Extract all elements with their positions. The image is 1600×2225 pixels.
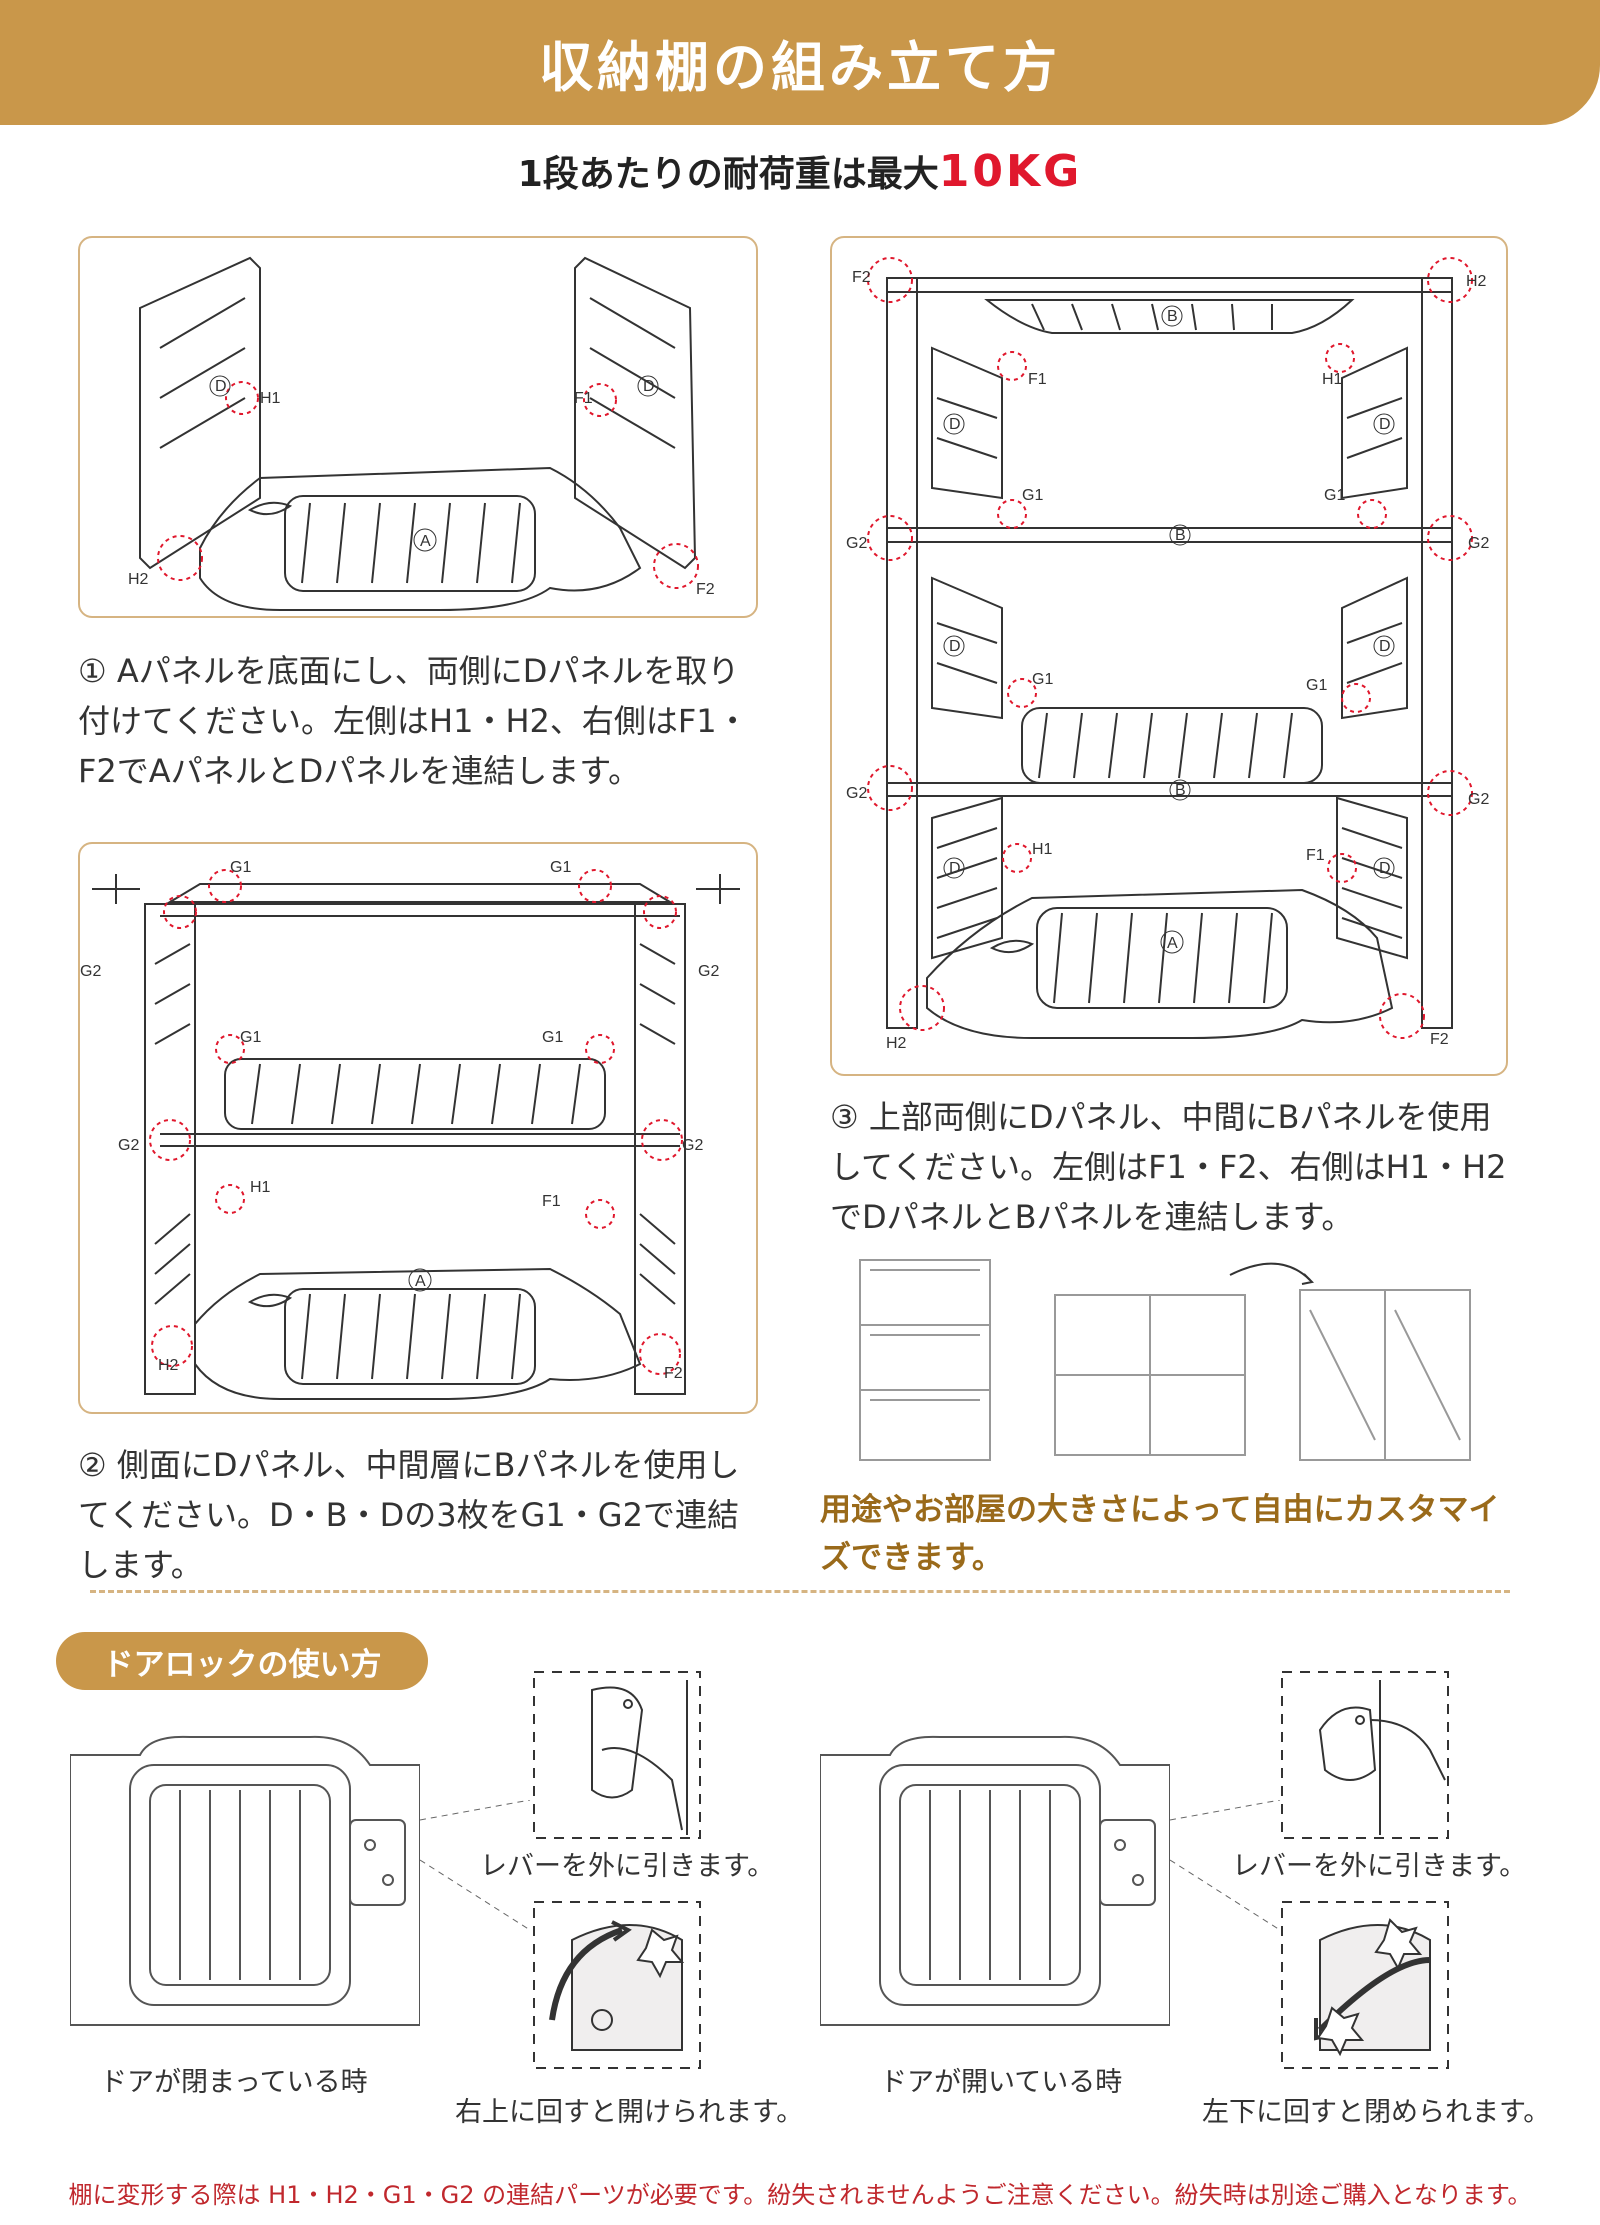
label-h1: H1 xyxy=(250,1179,271,1196)
label-d: D xyxy=(949,638,961,655)
label-b: B xyxy=(1167,308,1178,325)
load-capacity-note: 1段あたりの耐荷重は最大10KG xyxy=(0,145,1600,197)
label-h2: H2 xyxy=(886,1035,907,1052)
customize-caption: 用途やお部屋の大きさによって自由にカスタマイズできます。 xyxy=(820,1492,1500,1576)
label-h1: H1 xyxy=(1032,841,1053,858)
lock-turn-text-right: 左下に回すと閉められます。 xyxy=(1202,2097,1551,2128)
step2-illustration: G1 G1 G2 G2 G1 G1 G2 G2 H1 F1 H2 F2 A xyxy=(80,859,740,1400)
connector-lines-right xyxy=(1169,1799,1290,1931)
lever-pull-closeup-right xyxy=(1280,1670,1450,1840)
page-title: 収納棚の組み立て方 xyxy=(539,36,1061,99)
label-f2: F2 xyxy=(664,1365,683,1382)
connector-lines-left xyxy=(419,1799,540,1931)
step3-illustration: F2 H2 F1 H1 G1 G1 G2 G2 G1 G1 G2 G2 H1 F… xyxy=(846,257,1489,1052)
label-g1: G1 xyxy=(240,1029,261,1046)
label-h2: H2 xyxy=(158,1357,179,1374)
label-f1: F1 xyxy=(1306,847,1325,864)
footer-note: 棚に変形する際は H1・H2・G1・G2 の連結パーツが必要です。紛失されません… xyxy=(68,2181,1532,2209)
label-g2: G2 xyxy=(846,535,867,552)
label-b: B xyxy=(1175,782,1186,799)
door-lock-heading: ドアロックの使い方 xyxy=(56,1632,428,1690)
step1-diagram: D D A H1 F1 H2 F2 xyxy=(78,236,758,618)
label-g1: G1 xyxy=(550,859,571,876)
label-h2: H2 xyxy=(1466,273,1487,290)
customize-illustration xyxy=(840,1250,1480,1470)
label-g2: G2 xyxy=(846,785,867,802)
label-f2: F2 xyxy=(1430,1031,1449,1048)
door-open-drawing xyxy=(819,1735,1171,2026)
label-d: D xyxy=(1379,416,1391,433)
label-d: D xyxy=(949,416,961,433)
label-f1: F1 xyxy=(542,1193,561,1210)
load-capacity-value: 10KG xyxy=(938,146,1083,197)
door-closed-drawing xyxy=(69,1735,421,2026)
step3-text: ③ 上部両側にDパネル、中間にBパネルを使用してください。左側はF1・F2、右側… xyxy=(830,1098,1507,1236)
label-g1: G1 xyxy=(1032,671,1053,688)
label-h2: H2 xyxy=(128,571,149,588)
step2-text: ② 側面にDパネル、中間層にBパネルを使用してください。D・B・Dの3枚をG1・… xyxy=(78,1446,740,1584)
label-g2: G2 xyxy=(118,1137,139,1154)
label-d: D xyxy=(1379,638,1391,655)
door-lock-title: ドアロックの使い方 xyxy=(102,1646,382,1683)
section-divider xyxy=(90,1590,1510,1593)
step2-diagram: G1 G1 G2 G2 G1 G1 G2 G2 H1 F1 H2 F2 A xyxy=(78,842,758,1414)
label-d: D xyxy=(949,860,961,877)
label-d: D xyxy=(643,378,655,395)
label-d: D xyxy=(1379,860,1391,877)
load-capacity-prefix: 1段あたりの耐荷重は最大 xyxy=(517,154,939,195)
label-h1: H1 xyxy=(260,390,281,407)
door-closed-state: ドアが閉まっている時 xyxy=(100,2067,368,2098)
label-g2: G2 xyxy=(698,963,719,980)
door-open-state: ドアが開いている時 xyxy=(880,2067,1123,2098)
label-g2: G2 xyxy=(80,963,101,980)
lock-turn-closeup-left xyxy=(532,1900,702,2070)
step3-diagram: F2 H2 F1 H1 G1 G1 G2 G2 G1 G1 G2 G2 H1 F… xyxy=(830,236,1508,1076)
label-f2: F2 xyxy=(696,581,715,598)
lever-pull-closeup-left xyxy=(532,1670,702,1840)
label-g1: G1 xyxy=(542,1029,563,1046)
label-g2: G2 xyxy=(1468,791,1489,808)
label-a: A xyxy=(1167,935,1178,952)
step1-text: ① Aパネルを底面にし、両側にDパネルを取り付けてください。左側はH1・H2、右… xyxy=(78,652,749,790)
label-f1: F1 xyxy=(574,390,593,407)
label-g1: G1 xyxy=(1324,487,1345,504)
label-g1: G1 xyxy=(1306,677,1327,694)
lever-pull-text-left: レバーを外に引きます。 xyxy=(480,1851,775,1882)
door-closed-illustration xyxy=(69,1735,421,2035)
label-g1: G1 xyxy=(230,859,251,876)
label-h1: H1 xyxy=(1322,371,1343,388)
shelf-variants-illustration xyxy=(859,1259,1471,1461)
label-d: D xyxy=(215,378,227,395)
label-a: A xyxy=(415,1273,426,1290)
lock-turn-closeup-right xyxy=(1280,1900,1450,2070)
label-g2: G2 xyxy=(1468,535,1489,552)
label-b: B xyxy=(1175,527,1186,544)
label-g2: G2 xyxy=(682,1137,703,1154)
lever-pull-text-right: レバーを外に引きます。 xyxy=(1232,1851,1527,1882)
header-banner: 収納棚の組み立て方 xyxy=(0,0,1600,125)
label-a: A xyxy=(420,533,431,550)
door-open-illustration xyxy=(819,1735,1171,2035)
label-g1: G1 xyxy=(1022,487,1043,504)
step1-illustration: D D A H1 F1 H2 F2 xyxy=(128,256,715,611)
lock-turn-text-left: 右上に回すと開けられます。 xyxy=(455,2097,804,2128)
label-f1: F1 xyxy=(1028,371,1047,388)
label-f2: F2 xyxy=(852,269,871,286)
